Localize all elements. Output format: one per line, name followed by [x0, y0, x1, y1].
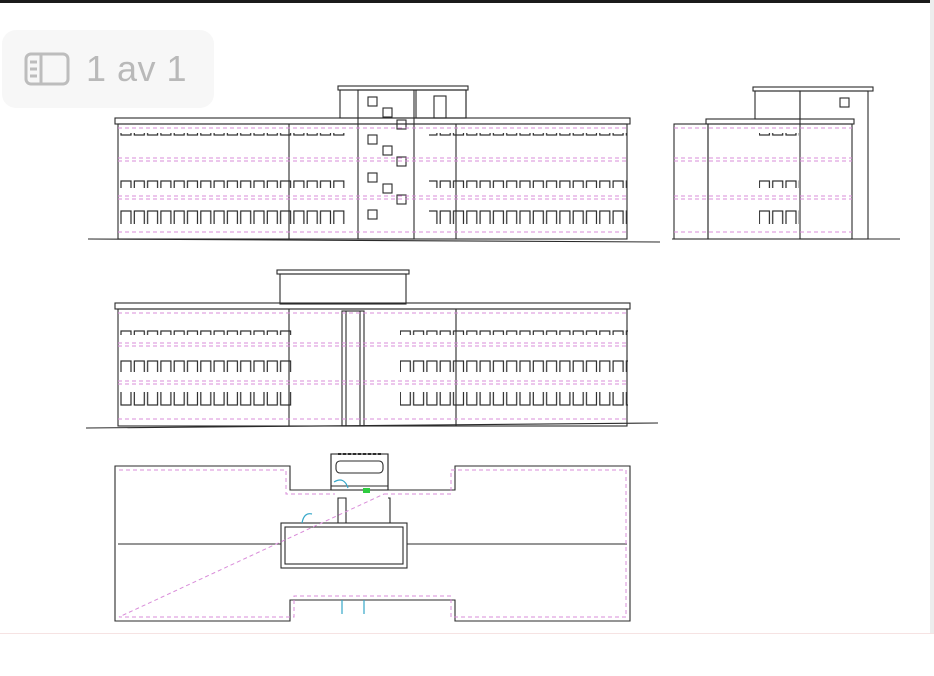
rear-windows	[120, 318, 628, 409]
roof-marker-green	[363, 488, 370, 493]
front-windows	[120, 133, 627, 224]
page-count-label: 1 av 1	[86, 48, 188, 89]
roof-door-swings	[301, 479, 365, 614]
viewer-bottom-area	[0, 633, 934, 676]
window-top-bar	[0, 0, 934, 3]
page-indicator[interactable]: 1 av 1	[2, 30, 214, 108]
elevation-side	[672, 86, 900, 240]
viewer-right-edge	[930, 0, 934, 675]
side-windows	[759, 133, 799, 224]
roof-plan	[114, 453, 631, 622]
sidebar-icon[interactable]	[24, 52, 70, 86]
